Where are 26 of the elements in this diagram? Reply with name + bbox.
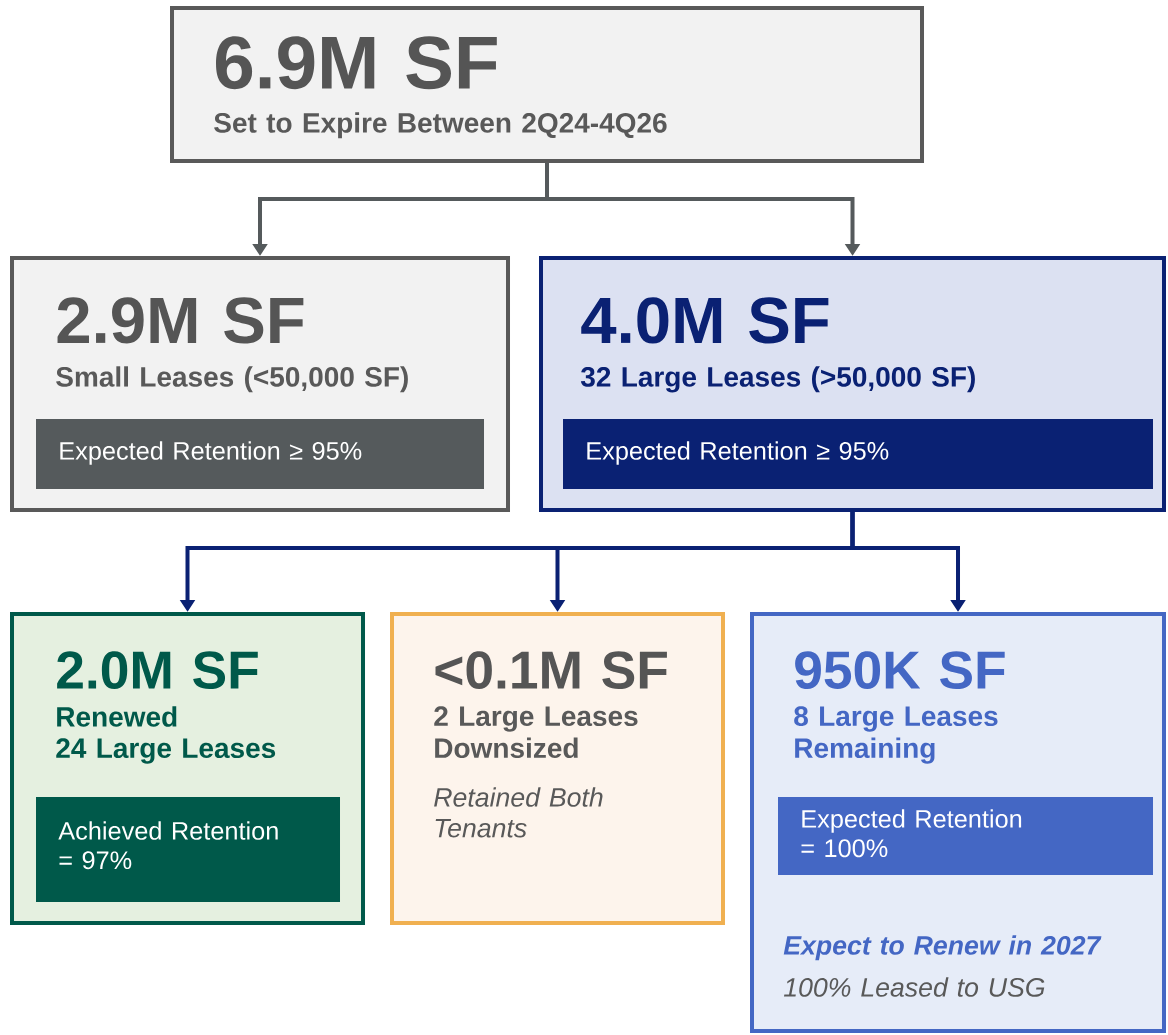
subtitle: Set to Expire Between 2Q24-4Q26: [214, 112, 667, 139]
retention-bar: [36, 419, 484, 489]
retention-text: Expected Retention ≥ 95%: [60, 441, 362, 465]
subtitle: Small Leases (<50,000 SF): [56, 366, 408, 393]
retention-text: Expected Retention = 100%: [801, 809, 1022, 858]
subtitle: Renewed: [57, 706, 177, 727]
heading: 4.0M SF: [581, 297, 829, 344]
outcome-box: [390, 612, 725, 925]
note-text: Retained Both Tenants: [434, 787, 603, 838]
subtitle: 8 Large Leases Remaining: [794, 706, 998, 764]
heading: 6.9M SF: [216, 36, 497, 90]
subtitle: 2 Large Leases Downsized: [434, 706, 638, 759]
retention-bar: [36, 797, 340, 902]
heading: 950K SF: [795, 651, 1005, 690]
retention-text: Achieved Retention = 97%: [58, 821, 278, 870]
retention-text: Expected Retention ≥ 95%: [587, 441, 889, 465]
summary-box: [170, 6, 924, 163]
note-text: Expect to Renew in 2027: [783, 935, 1102, 961]
note-text: 100% Leased to USG: [783, 977, 1045, 997]
retention-bar: [563, 419, 1153, 489]
subtitle: 24 Large Leases: [56, 738, 276, 764]
heading: <0.1M SF: [435, 651, 667, 690]
subtitle: 32 Large Leases (>50,000 SF): [580, 366, 975, 393]
heading: 2.9M SF: [57, 297, 304, 344]
retention-bar: [778, 797, 1153, 875]
heading: 2.0M SF: [57, 651, 258, 690]
